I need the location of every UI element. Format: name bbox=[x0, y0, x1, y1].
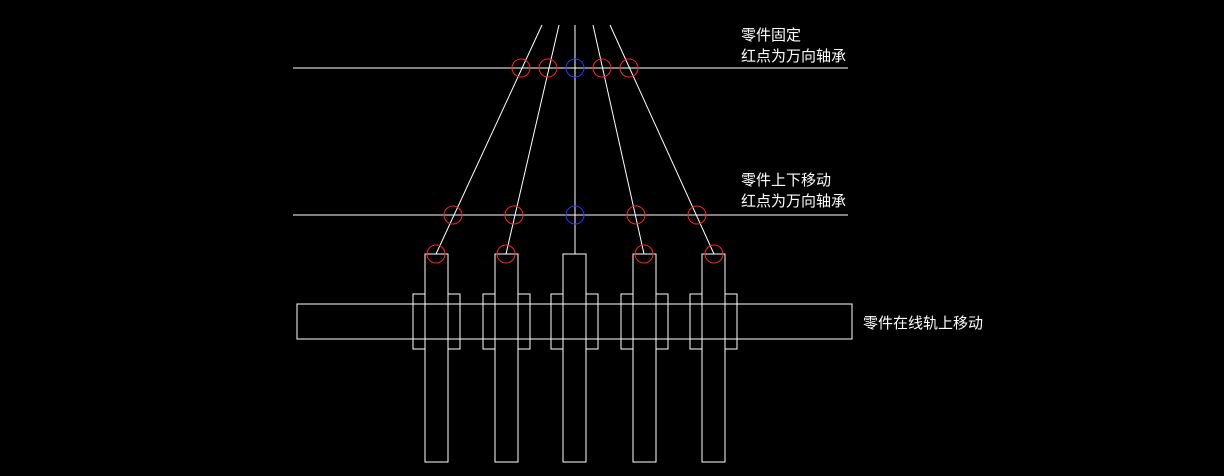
bearing-top-4 bbox=[592, 58, 612, 78]
link-rod-2 bbox=[505, 24, 560, 255]
bearing-top-2 bbox=[538, 58, 558, 78]
label-mid-line2: 红点为万向轴承 bbox=[741, 192, 846, 210]
label-top-line1: 零件固定 bbox=[741, 26, 801, 44]
linear-rail bbox=[296, 303, 853, 340]
label-rail: 零件在线轨上移动 bbox=[863, 314, 983, 332]
center-marker-mid bbox=[565, 205, 585, 225]
part-2 bbox=[494, 253, 519, 463]
slider-2-right bbox=[517, 293, 531, 350]
slider-1-right bbox=[447, 293, 461, 350]
bearing-top-5 bbox=[619, 58, 639, 78]
bearing-part-2 bbox=[496, 244, 516, 264]
center-marker-top bbox=[565, 58, 585, 78]
label-top-line2: 红点为万向轴承 bbox=[741, 47, 846, 65]
link-rod-1 bbox=[435, 24, 543, 255]
slider-4-left bbox=[620, 293, 634, 350]
bearing-part-4 bbox=[634, 244, 654, 264]
slider-4-right bbox=[655, 293, 669, 350]
part-4 bbox=[632, 253, 657, 463]
slider-5-left bbox=[689, 293, 703, 350]
slider-2-left bbox=[482, 293, 496, 350]
bearing-mid-5 bbox=[687, 205, 707, 225]
label-mid-line1: 零件上下移动 bbox=[741, 171, 831, 189]
bearing-mid-4 bbox=[626, 205, 646, 225]
slider-1-left bbox=[412, 293, 426, 350]
slider-5-right bbox=[724, 293, 738, 350]
link-rod-4 bbox=[592, 24, 645, 255]
link-rod-5 bbox=[609, 24, 715, 255]
part-1 bbox=[424, 253, 449, 463]
slider-3-right bbox=[585, 293, 599, 350]
bearing-part-5 bbox=[704, 244, 724, 264]
bearing-mid-2 bbox=[504, 205, 524, 225]
part-5 bbox=[701, 253, 726, 463]
bearing-part-1 bbox=[426, 244, 446, 264]
bearing-top-1 bbox=[511, 58, 531, 78]
slider-3-left bbox=[550, 293, 564, 350]
part-3 bbox=[562, 253, 587, 463]
bearing-mid-1 bbox=[443, 205, 463, 225]
